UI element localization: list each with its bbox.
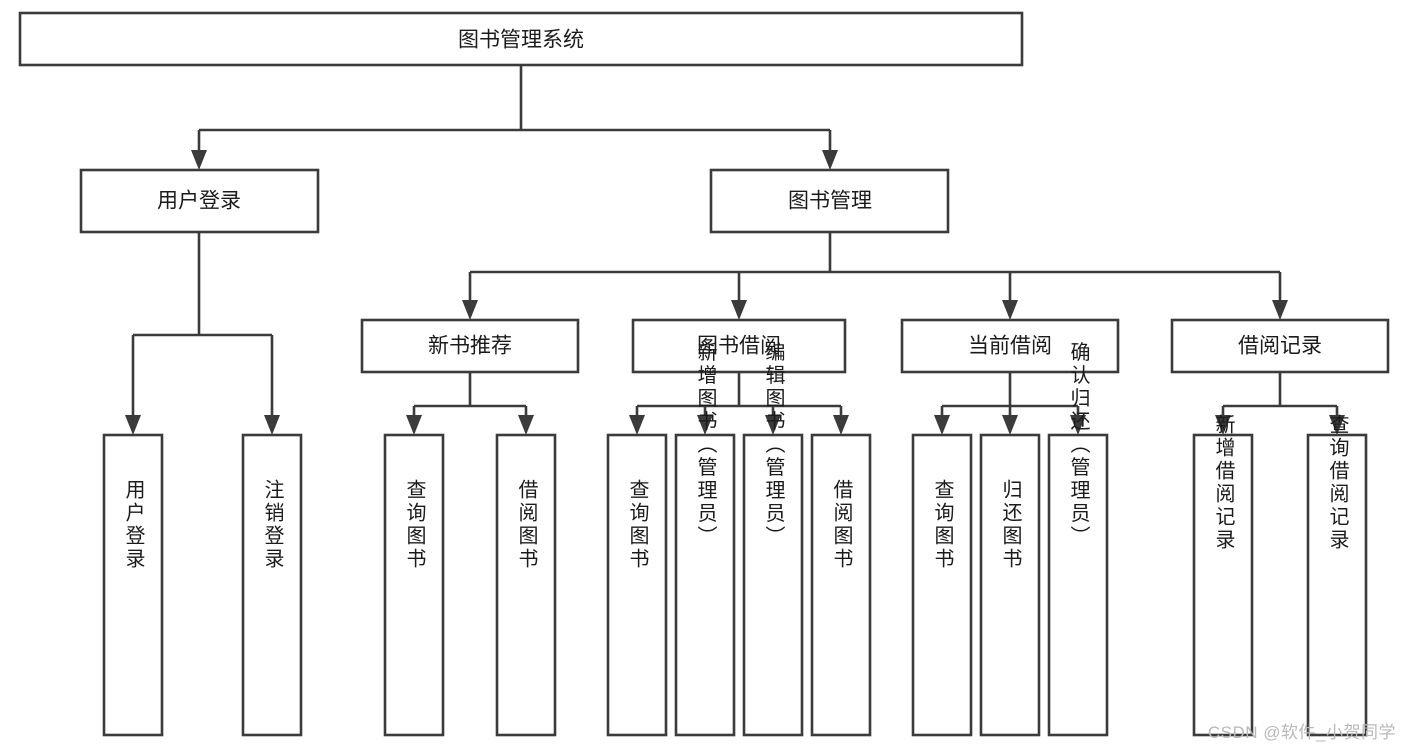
node-book-manage[interactable]: 图书管理 [709, 168, 950, 234]
node-root-box[interactable] [18, 11, 1024, 67]
leaf-borrow-book-1-box[interactable] [495, 433, 557, 737]
node-new-book-rec-label: 新书推荐 [428, 335, 512, 358]
node-book-borrow-box[interactable] [631, 318, 847, 374]
leaf-user-login-label: 用户登录 [122, 479, 145, 571]
leaf-edit-book-label: 编辑图书（管理员） [762, 341, 785, 548]
leaf-return-book-label: 归还图书 [999, 479, 1022, 571]
leaf-query-book-3-label: 查询图书 [931, 479, 954, 571]
leaf-add-record-label: 新增借阅记录 [1212, 414, 1235, 552]
node-root[interactable]: 图书管理系统 [18, 11, 1024, 67]
node-borrow-record-box[interactable] [1170, 318, 1390, 374]
arrowhead-leaf-add-record [1215, 415, 1231, 435]
arrowhead-leaf-return-book [1002, 415, 1018, 435]
arrowhead-leaf-add-book [697, 415, 713, 435]
leaf-query-record[interactable]: 查询借阅记录 [1306, 414, 1368, 737]
leaf-query-book-2[interactable]: 查询图书 [606, 433, 668, 737]
arrowhead-leaf-borrow-book-1 [518, 415, 534, 435]
leaf-query-book-2-label: 查询图书 [626, 479, 649, 571]
leaf-borrow-book-1-label: 借阅图书 [515, 479, 538, 571]
arrowhead-leaf-user-logout [264, 415, 280, 435]
leaf-query-book-2-box[interactable] [606, 433, 668, 737]
leaf-add-record[interactable]: 新增借阅记录 [1192, 414, 1254, 737]
leaf-query-book-3-box[interactable] [911, 433, 973, 737]
arrowhead-leaf-query-book-2 [629, 415, 645, 435]
leaf-edit-book[interactable]: 编辑图书（管理员） [742, 341, 804, 737]
node-user-login[interactable]: 用户登录 [79, 168, 320, 234]
node-current-borrow[interactable]: 当前借阅 [900, 318, 1120, 374]
leaf-borrow-book-1[interactable]: 借阅图书 [495, 433, 557, 737]
arrowhead-leaf-user-login [125, 415, 141, 435]
arrowhead-borrow-record [1272, 300, 1288, 320]
leaf-borrow-book-2-box[interactable] [810, 433, 872, 737]
leaf-add-book-box[interactable] [674, 433, 736, 737]
leaf-confirm-return-box[interactable] [1047, 433, 1109, 737]
csdn-watermark: CSDN @软件_小贺同学 [1207, 723, 1396, 742]
node-root-label: 图书管理系统 [458, 29, 584, 52]
leaf-return-book-box[interactable] [979, 433, 1041, 737]
leaf-confirm-return[interactable]: 确认归还（管理员） [1047, 341, 1109, 737]
arrowhead-leaf-borrow-book-2 [833, 415, 849, 435]
leaf-query-book-1-label: 查询图书 [403, 479, 426, 571]
leaf-query-book-1-box[interactable] [383, 433, 445, 737]
arrowhead-user-login [191, 150, 207, 170]
node-current-borrow-box[interactable] [900, 318, 1120, 374]
arrowhead-leaf-query-record [1329, 415, 1345, 435]
node-book-manage-label: 图书管理 [788, 190, 872, 213]
leaf-confirm-return-label: 确认归还（管理员） [1067, 341, 1090, 548]
leaf-user-login-box[interactable] [102, 433, 164, 737]
leaf-add-book-label: 新增图书（管理员） [694, 341, 717, 548]
arrowhead-leaf-edit-book [765, 415, 781, 435]
node-book-borrow-label: 图书借阅 [697, 335, 781, 358]
arrowhead-book-manage [822, 150, 838, 170]
leaf-query-record-box[interactable] [1306, 433, 1368, 737]
arrowhead-leaf-confirm-return [1070, 415, 1086, 435]
arrowhead-leaf-query-book-1 [406, 415, 422, 435]
node-borrow-record-label: 借阅记录 [1238, 335, 1322, 358]
leaf-edit-book-box[interactable] [742, 433, 804, 737]
arrowhead-leaf-query-book-3 [934, 415, 950, 435]
node-new-book-rec-box[interactable] [360, 318, 580, 374]
leaf-return-book[interactable]: 归还图书 [979, 433, 1041, 737]
node-user-login-label: 用户登录 [157, 190, 241, 213]
leaf-query-record-label: 查询借阅记录 [1326, 414, 1349, 552]
leaf-user-logout[interactable]: 注销登录 [241, 433, 303, 737]
arrowhead-new-book-rec [462, 300, 478, 320]
arrowhead-book-borrow [731, 300, 747, 320]
leaf-borrow-book-2[interactable]: 借阅图书 [810, 433, 872, 737]
leaf-query-book-1[interactable]: 查询图书 [383, 433, 445, 737]
leaf-user-logout-label: 注销登录 [261, 479, 284, 571]
node-book-manage-box[interactable] [709, 168, 950, 234]
node-new-book-rec[interactable]: 新书推荐 [360, 318, 580, 374]
node-borrow-record[interactable]: 借阅记录 [1170, 318, 1390, 374]
leaf-borrow-book-2-label: 借阅图书 [830, 479, 853, 571]
node-user-login-box[interactable] [79, 168, 320, 234]
arrowhead-current-borrow [1002, 300, 1018, 320]
leaf-user-login[interactable]: 用户登录 [102, 433, 164, 737]
leaf-add-record-box[interactable] [1192, 433, 1254, 737]
node-current-borrow-label: 当前借阅 [968, 335, 1052, 358]
leaf-add-book[interactable]: 新增图书（管理员） [674, 341, 736, 737]
leaf-user-logout-box[interactable] [241, 433, 303, 737]
leaf-query-book-3[interactable]: 查询图书 [911, 433, 973, 737]
node-book-borrow[interactable]: 图书借阅 [631, 318, 847, 374]
connector-layer [125, 65, 1345, 435]
